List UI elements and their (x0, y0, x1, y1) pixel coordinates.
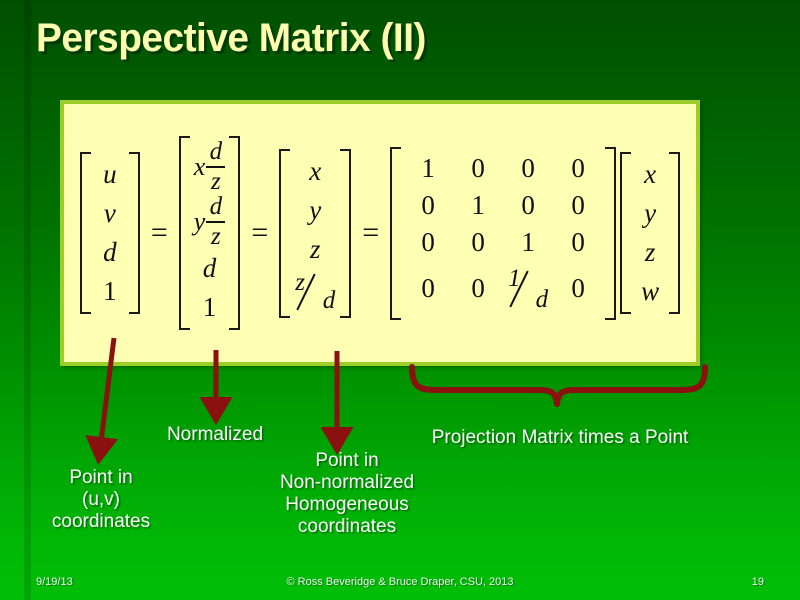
matrix-cell: z (644, 237, 656, 267)
footer-page-number: 19 (751, 576, 764, 588)
fraction-numerator: 1 (508, 264, 521, 292)
matrix-cell: y (309, 194, 322, 225)
left-accent-stripe (24, 0, 31, 600)
matrix-cell: 0 (571, 226, 585, 257)
fraction-numerator: z (295, 268, 305, 296)
fraction-denominator: z (210, 222, 221, 250)
fraction-denominator: d (322, 286, 336, 314)
matrix-cell: 0 (421, 226, 435, 257)
matrix-cell: 0 (571, 152, 585, 183)
matrix-cell: 0 (471, 152, 485, 183)
matrix-cell: 1 (103, 276, 117, 306)
matrix-cell: 0 (521, 152, 535, 183)
bracket-left-icon (620, 152, 632, 314)
label-projection-matrix-times-point: Projection Matrix times a Point (431, 427, 689, 448)
equation-row: u v d 1 = x d (64, 104, 696, 362)
matrix-cell: d (103, 237, 117, 267)
matrix-cell: 0 (571, 189, 585, 220)
matrix-cell: 0 (571, 273, 585, 303)
fraction-bar (206, 220, 226, 223)
bracket-left-icon (79, 152, 91, 314)
matrix-normalized: x d z y d (177, 136, 243, 330)
matrix-cell: 1 d (503, 261, 553, 317)
coefficient: y (193, 206, 206, 236)
matrix-cell: 0 (521, 189, 535, 220)
matrix-cell-slanted-fraction: 1 d (507, 266, 549, 312)
label-non-normalized-homogeneous: Point in Non-normalized Homogeneous coor… (279, 450, 415, 538)
matrix-cell: 1 (521, 226, 535, 257)
fraction-numerator: d (209, 138, 223, 165)
matrix-cell: 1 (421, 152, 435, 183)
bracket-left-icon (178, 136, 190, 330)
label-point-uv-coordinates: Point in (u,v) coordinates (51, 467, 151, 533)
matrix-cell-slanted-fraction: z d (294, 269, 336, 315)
bracket-right-icon (605, 146, 617, 320)
matrix-cell: y d z (194, 194, 226, 249)
matrix-cell: d (202, 253, 217, 283)
matrix-cell: 0 (471, 273, 485, 303)
matrix-cell: x d z (194, 139, 226, 194)
fraction: d z (206, 138, 226, 195)
equals-sign: = (150, 216, 168, 249)
equals-sign: = (362, 216, 380, 249)
matrix-cell: 0 (471, 226, 485, 257)
bracket-right-icon (340, 148, 352, 318)
matrix-cell: x (644, 159, 657, 189)
page-title: Perspective Matrix (II) (36, 16, 426, 60)
matrix-uvd: u v d 1 (78, 152, 142, 314)
matrix-cell: w (641, 276, 660, 306)
bracket-right-icon (128, 152, 140, 314)
formula-box: u v d 1 = x d (60, 100, 700, 366)
matrix-cell: 1 (471, 189, 485, 220)
fraction-denominator: d (535, 285, 549, 313)
curly-brace-icon (409, 364, 708, 407)
fraction-denominator: z (210, 167, 221, 195)
fraction: d z (206, 193, 226, 250)
bracket-left-icon (279, 148, 291, 318)
bracket-left-icon (390, 146, 402, 320)
footer-copyright: © Ross Beveridge & Bruce Draper, CSU, 20… (286, 576, 514, 588)
fraction-bar (206, 165, 226, 168)
matrix-cell: x (309, 155, 322, 186)
coefficient: x (193, 151, 206, 181)
matrix-cell: y (644, 198, 657, 228)
matrix-cell: 0 (421, 273, 435, 303)
matrix-cell: 1 (202, 292, 217, 322)
matrix-cell: u (103, 159, 117, 189)
bracket-right-icon (229, 136, 241, 330)
label-normalized: Normalized (166, 424, 264, 445)
matrix-cell: v (103, 198, 116, 228)
fraction-numerator: d (209, 193, 223, 220)
footer-date: 9/19/13 (36, 576, 73, 588)
matrix-cell: 0 (421, 189, 435, 220)
equals-sign: = (251, 216, 269, 249)
bracket-right-icon (669, 152, 681, 314)
matrix-cell: z (309, 233, 321, 264)
matrix-homogeneous: x y z z d (277, 148, 353, 318)
matrix-point: x y z w (618, 152, 682, 314)
matrix-projection: 1 0 0 0 0 1 0 0 0 0 1 0 (388, 146, 618, 320)
